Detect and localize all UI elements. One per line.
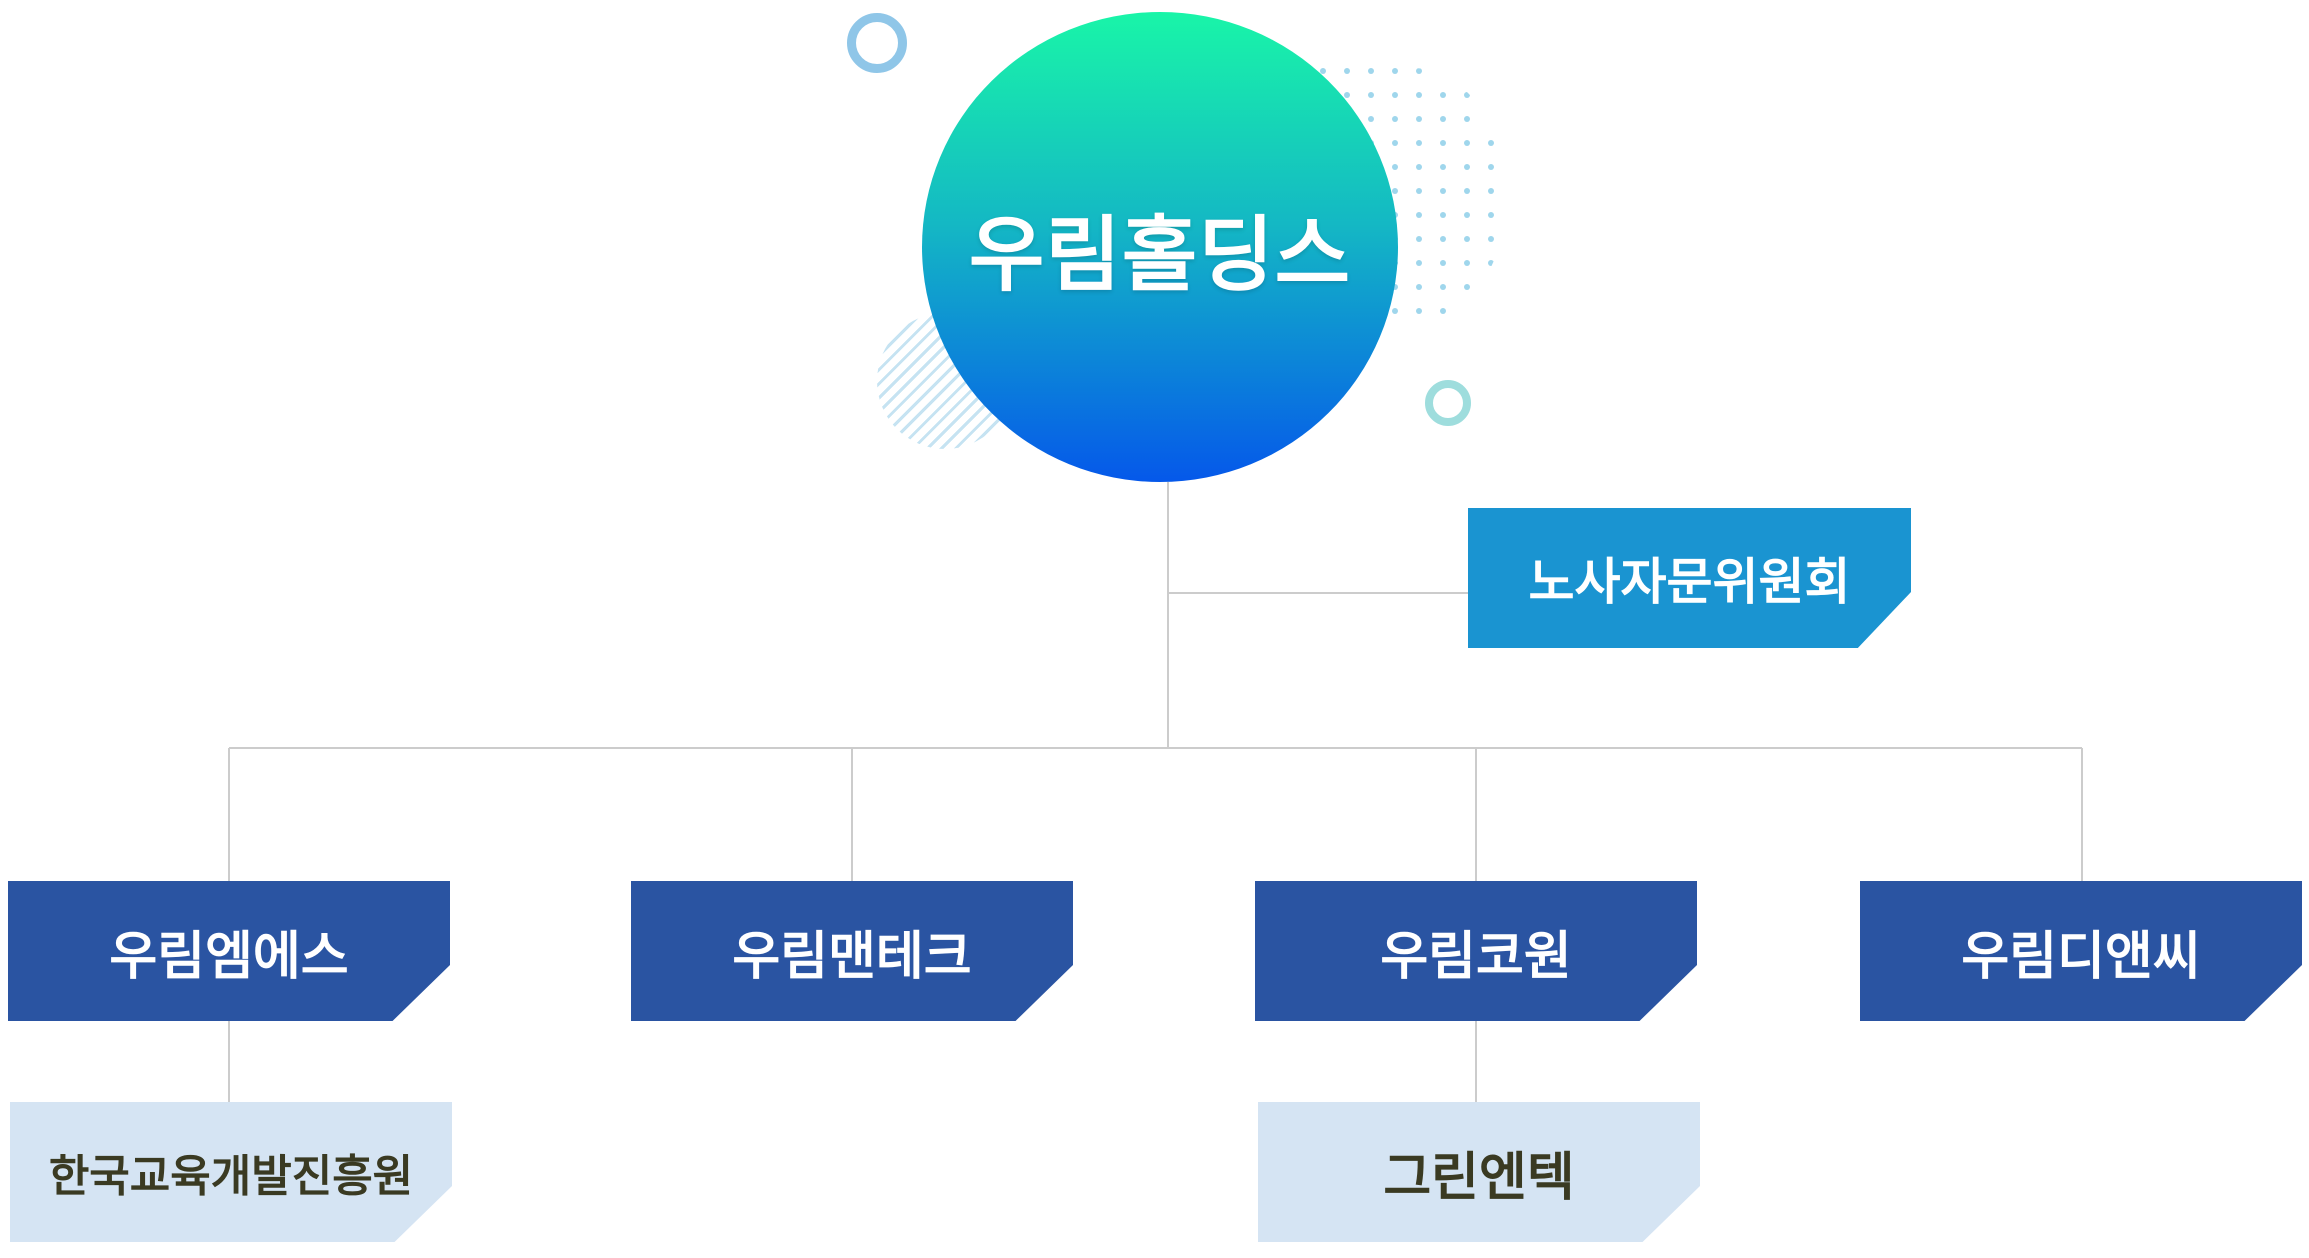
decor-dot	[1392, 284, 1398, 290]
decor-dot	[1464, 164, 1470, 170]
decor-dot	[1464, 188, 1470, 194]
decor-dot	[1440, 284, 1446, 290]
subsidiary-box: 우림디앤씨	[1860, 881, 2302, 1021]
decor-dot	[1488, 188, 1494, 194]
committee-label: 노사자문위원회	[1528, 553, 1851, 611]
decor-dot	[1416, 260, 1422, 266]
decor-dot	[1416, 116, 1422, 122]
decor-dot	[1320, 68, 1326, 74]
decor-dot	[1392, 164, 1398, 170]
decor-dot	[1416, 236, 1422, 242]
decor-dot	[1488, 308, 1494, 314]
decor-dot	[1440, 212, 1446, 218]
decor-dot	[1440, 140, 1446, 146]
decor-dot	[1392, 308, 1398, 314]
decor-dot	[1488, 236, 1494, 242]
subsidiary-label: 우림코원	[1380, 926, 1572, 987]
subsidiary-box: 우림코원	[1255, 881, 1697, 1021]
decor-ring-top	[847, 13, 907, 73]
decor-dot	[1392, 92, 1398, 98]
decor-dot	[1344, 68, 1350, 74]
decor-dot	[1440, 308, 1446, 314]
decor-dot	[1488, 260, 1494, 266]
root-node: 우림홀딩스	[922, 12, 1398, 482]
decor-dot	[1368, 116, 1374, 122]
subsidiary-label: 우림엠에스	[109, 926, 349, 987]
decor-dot	[1464, 284, 1470, 290]
decor-dot	[1464, 308, 1470, 314]
affiliate-box: 한국교육개발진흥원	[10, 1102, 452, 1242]
decor-dot	[1488, 212, 1494, 218]
decor-dot	[1440, 116, 1446, 122]
root-label: 우림홀딩스	[968, 207, 1352, 303]
decor-dot	[1464, 68, 1470, 74]
decor-dot	[1440, 188, 1446, 194]
decor-dot	[1488, 164, 1494, 170]
subsidiary-label: 우림디앤씨	[1961, 926, 2201, 987]
decor-dot	[1440, 164, 1446, 170]
decor-dot	[1464, 212, 1470, 218]
decor-dot	[1368, 68, 1374, 74]
decor-dot	[1368, 92, 1374, 98]
decor-dot	[1464, 260, 1470, 266]
committee-box: 노사자문위원회	[1468, 508, 1911, 648]
decor-dot	[1416, 140, 1422, 146]
decor-dot	[1416, 188, 1422, 194]
decor-dot	[1392, 188, 1398, 194]
decor-dot	[1464, 140, 1470, 146]
subsidiary-box: 우림엠에스	[8, 881, 450, 1021]
decor-dot	[1416, 164, 1422, 170]
decor-dot	[1440, 236, 1446, 242]
decor-dot	[1464, 116, 1470, 122]
decor-dot	[1488, 68, 1494, 74]
decor-dot	[1440, 68, 1446, 74]
decor-dot	[1488, 116, 1494, 122]
decor-dot	[1416, 68, 1422, 74]
decor-dot	[1416, 92, 1422, 98]
decor-dot	[1344, 92, 1350, 98]
subsidiary-label: 우림맨테크	[732, 926, 972, 987]
affiliate-label: 그린엔텍	[1383, 1147, 1575, 1208]
decor-dot	[1464, 92, 1470, 98]
affiliate-label: 한국교육개발진흥원	[48, 1151, 414, 1202]
decor-dot	[1416, 212, 1422, 218]
decor-dot	[1488, 140, 1494, 146]
decor-dot	[1440, 92, 1446, 98]
decor-dot	[1392, 116, 1398, 122]
affiliate-box: 그린엔텍	[1258, 1102, 1700, 1242]
decor-ring-right	[1425, 380, 1471, 426]
decor-dot	[1440, 260, 1446, 266]
decor-dot	[1392, 140, 1398, 146]
decor-dot	[1488, 284, 1494, 290]
decor-dot	[1488, 92, 1494, 98]
decor-dot	[1416, 284, 1422, 290]
decor-dot	[1392, 68, 1398, 74]
subsidiary-box: 우림맨테크	[631, 881, 1073, 1021]
decor-dot	[1464, 236, 1470, 242]
decor-dot	[1416, 308, 1422, 314]
